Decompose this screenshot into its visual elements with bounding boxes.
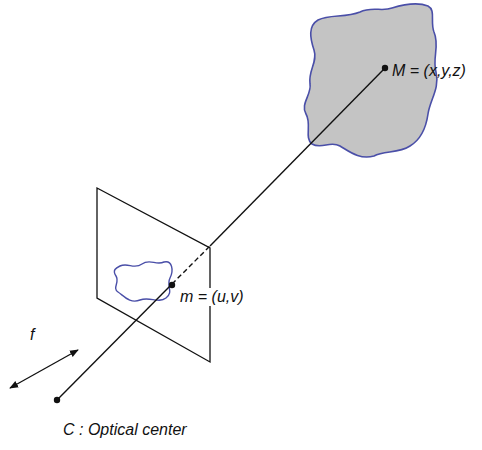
- projection-ray: [57, 284, 172, 400]
- dimension-label: f: [30, 326, 34, 344]
- point-m: [169, 282, 175, 288]
- point-label: M = (x,y,z): [392, 62, 466, 80]
- projection-ray-hidden: [172, 246, 210, 284]
- focal-length-arrow: [10, 350, 78, 388]
- projection-ray: [210, 68, 385, 246]
- projected-shape: [114, 262, 172, 301]
- point-label: m = (u,v): [178, 288, 246, 306]
- image-plane: [97, 188, 210, 362]
- point-label: C : Optical center: [63, 421, 187, 439]
- object-shape: [304, 4, 437, 157]
- optical-center-point: [54, 397, 60, 403]
- point-M: [382, 65, 388, 71]
